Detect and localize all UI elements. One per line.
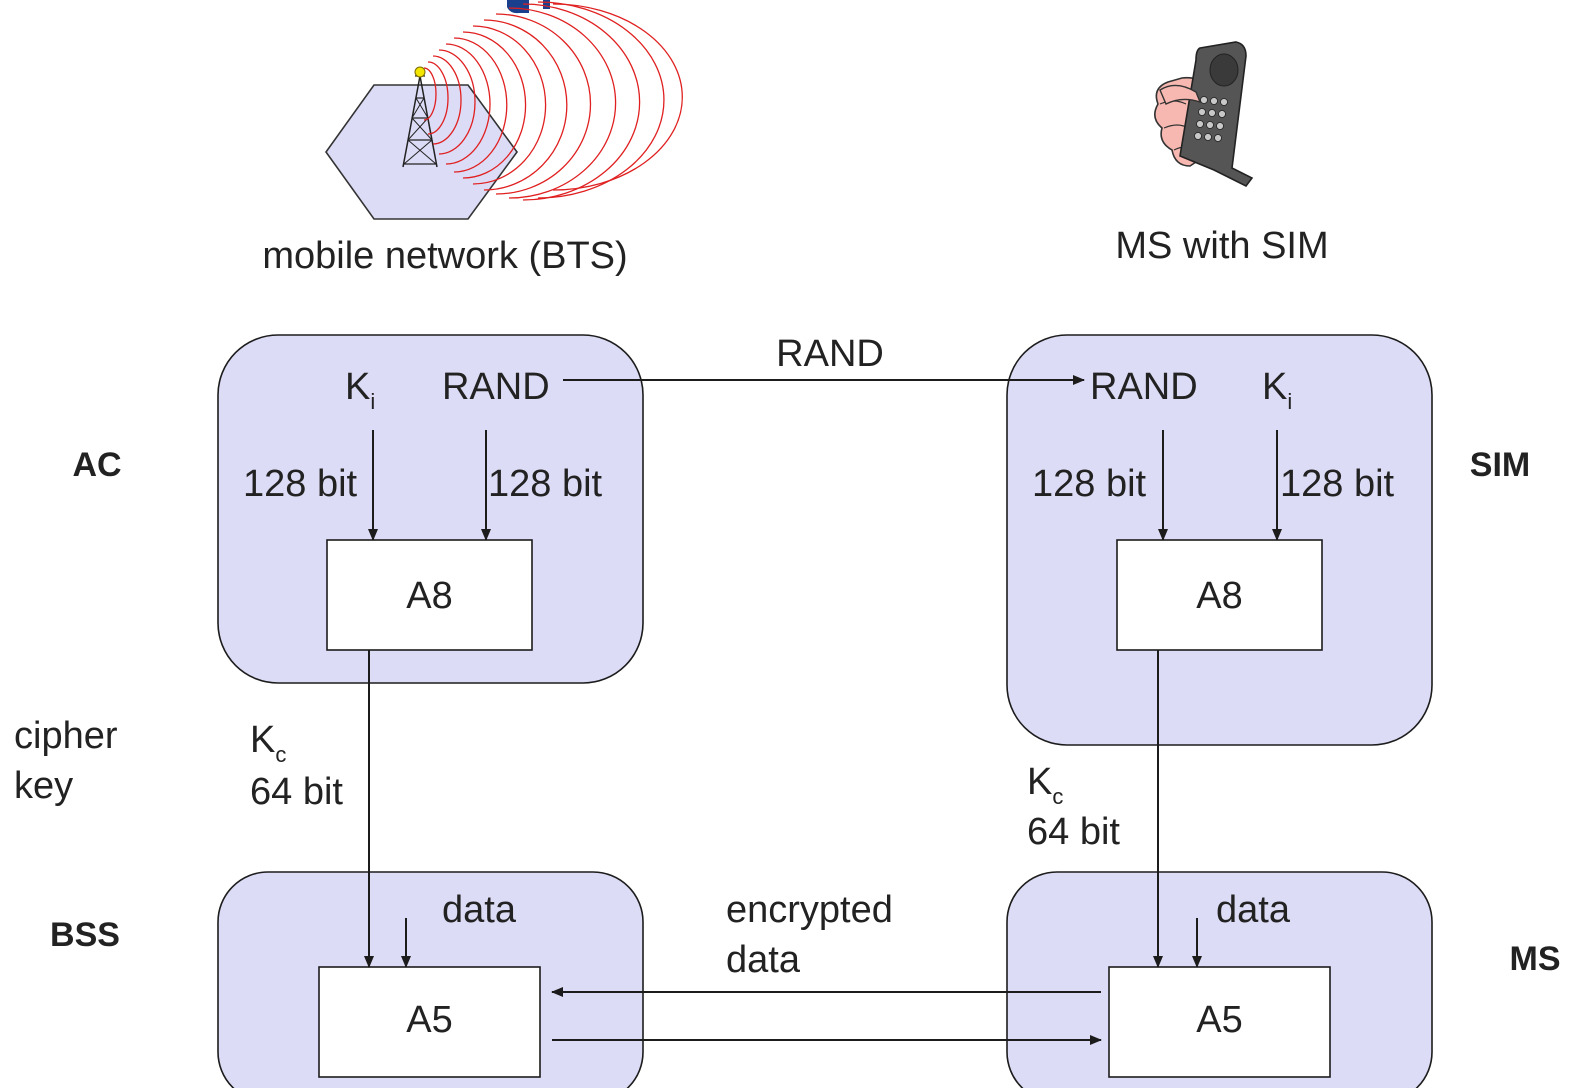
- bss-a5-label: A5: [406, 999, 452, 1041]
- ac-ki-label: Ki: [345, 366, 375, 414]
- kc-left-label: Kc: [250, 719, 286, 767]
- encrypted-label-line1: encrypted: [726, 889, 893, 931]
- ac-a8-box: [326, 539, 533, 651]
- sim-ki-label: Ki: [1262, 366, 1292, 414]
- ac-rand-bits: 128 bit: [488, 463, 603, 505]
- cipher-key-label-line1: cipher: [14, 715, 118, 757]
- rand-transfer-label: RAND: [776, 333, 884, 375]
- ac-a8-label: A8: [406, 575, 452, 617]
- kc-right-bits: 64 bit: [1027, 811, 1120, 853]
- sim-rand-label: RAND: [1090, 366, 1198, 408]
- ms-label: MS: [1510, 940, 1561, 978]
- ac-rand-label: RAND: [442, 366, 550, 408]
- ac-panel: [217, 334, 644, 684]
- bss-label: BSS: [50, 916, 120, 954]
- tower-top-dot: [414, 66, 426, 78]
- network-caption: mobile network (BTS): [262, 235, 627, 277]
- sim-ki-bits: 128 bit: [1280, 463, 1395, 505]
- mobile-phone-icon: [1154, 41, 1254, 188]
- handset-caption: MS with SIM: [1115, 225, 1328, 267]
- sim-a8-label: A8: [1196, 575, 1242, 617]
- ms-a5-box: [1108, 966, 1331, 1078]
- ms-data-label: data: [1216, 889, 1291, 931]
- sim-a8-box: [1116, 539, 1323, 651]
- sim-rand-bits: 128 bit: [1032, 463, 1147, 505]
- bts-tower-icon: [325, 1, 683, 220]
- encrypted-label-line2: data: [726, 939, 801, 981]
- sim-label: SIM: [1470, 446, 1530, 484]
- ms-a5-label: A5: [1196, 999, 1242, 1041]
- kc-left-bits: 64 bit: [250, 771, 343, 813]
- signal-waves-icon: [423, 1, 683, 201]
- kc-right-label: Kc: [1027, 761, 1063, 809]
- ac-ki-bits: 128 bit: [243, 463, 358, 505]
- bss-a5-box: [318, 966, 541, 1078]
- cipher-key-label-line2: key: [14, 765, 73, 807]
- bss-data-label: data: [442, 889, 517, 931]
- ac-label: AC: [72, 446, 121, 484]
